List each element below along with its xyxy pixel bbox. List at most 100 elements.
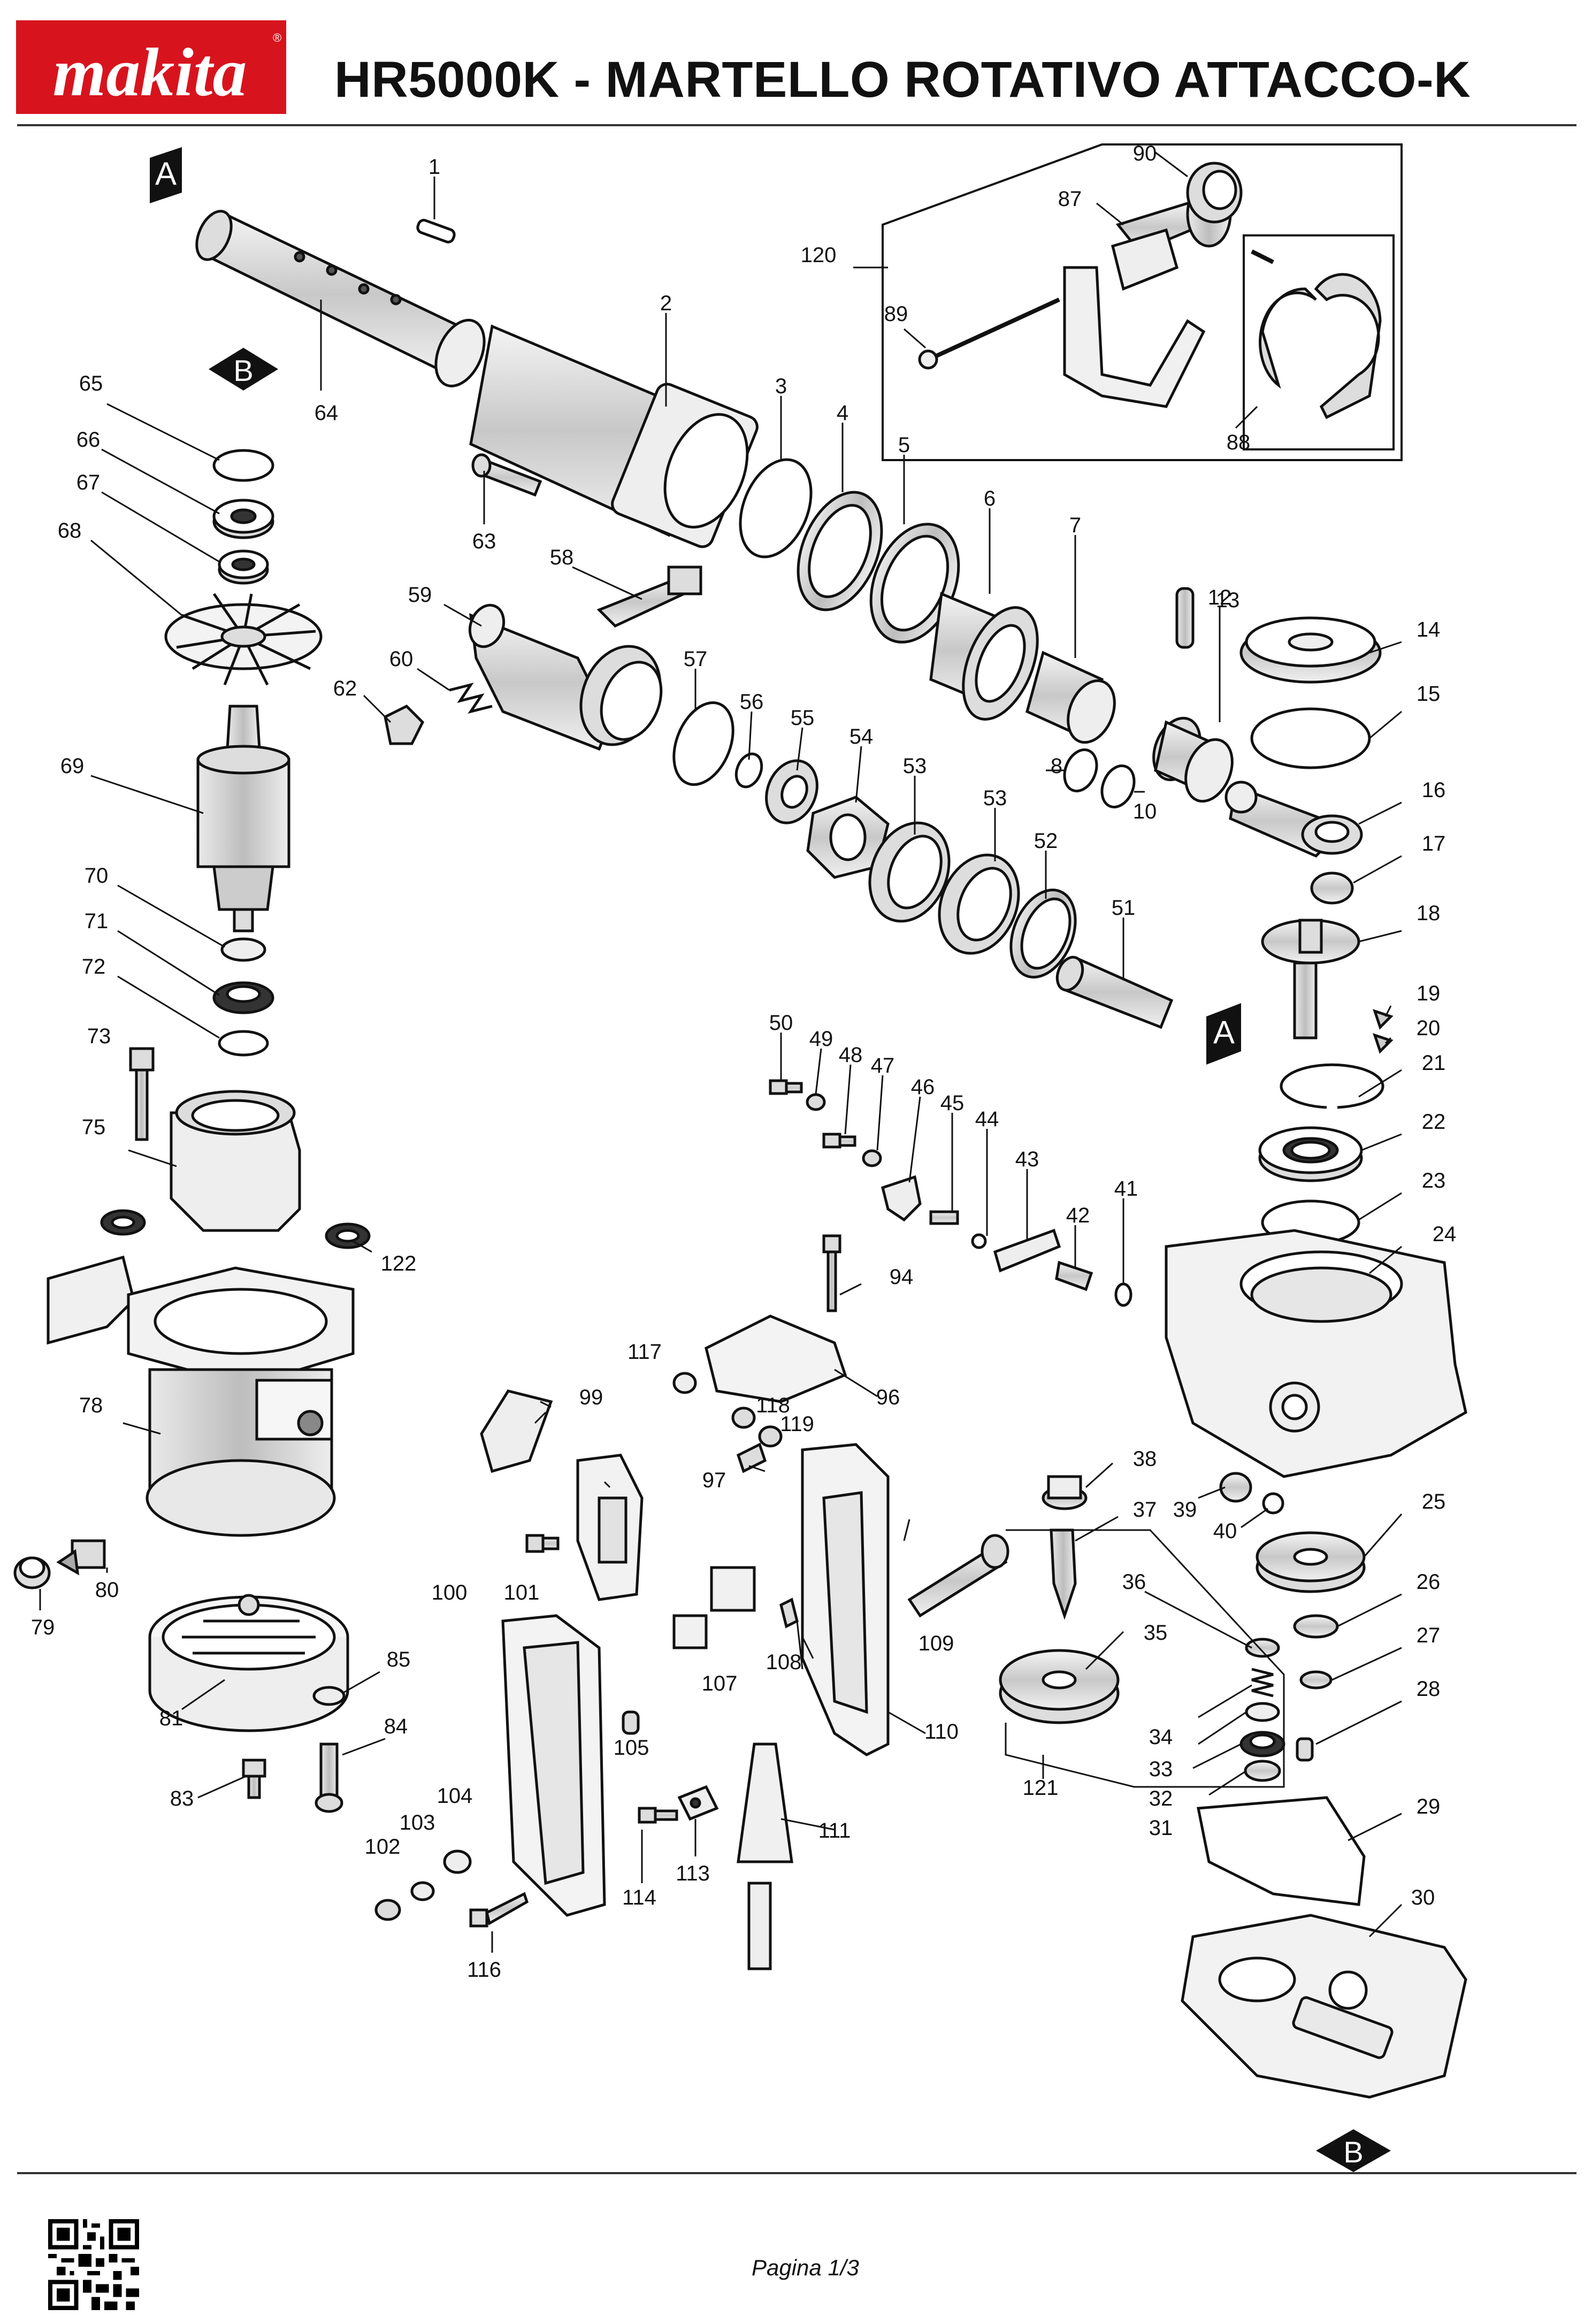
part-label-24: 24 [1433,1222,1457,1246]
part-label-84: 84 [384,1715,408,1738]
cord-guard-111 [737,1742,793,1970]
clamp-band-88 [1259,273,1382,419]
part-drawings [13,143,1467,2099]
washer-49 [806,1093,826,1111]
knob-90 [1186,162,1243,224]
rod-42 [1055,1260,1093,1291]
part-label-3: 3 [775,374,787,398]
part-label-27: 27 [1417,1624,1441,1647]
part-label-52: 52 [1034,829,1058,853]
svg-text:B: B [233,354,253,387]
part-label-53: 53 [903,754,927,778]
part-label-80: 80 [95,1578,119,1602]
part-label-68: 68 [58,519,82,542]
part-label-57: 57 [684,647,708,671]
washer-119 [758,1425,783,1448]
makita-logo: makita ® [16,20,286,114]
part-label-62: 62 [333,677,357,700]
part-label-23: 23 [1422,1169,1446,1192]
part-label-97: 97 [702,1469,726,1492]
spring-34 [1251,1668,1274,1698]
part-label-6: 6 [984,487,996,510]
part-label-33: 33 [1149,1757,1173,1781]
spindle-51 [1055,955,1174,1029]
ring-40 [1262,1492,1284,1515]
part-label-58: 58 [550,546,574,569]
screw-97 [736,1442,767,1473]
footer-divider [17,2172,1576,2174]
key-19 [1373,1009,1394,1030]
svg-text:A: A [155,156,177,192]
part-label-99: 99 [579,1386,603,1409]
part-label-17: 17 [1422,832,1446,855]
armature-69 [196,705,290,932]
section-marker-b-top: B [209,348,278,391]
part-label-51: 51 [1112,896,1136,920]
washer-117 [672,1372,697,1394]
part-label-16: 16 [1422,778,1446,802]
part-label-66: 66 [76,428,101,452]
part-label-32: 32 [1149,1787,1173,1810]
pin-105 [622,1710,640,1735]
bearing-55 [765,759,818,824]
part-label-48: 48 [839,1043,863,1067]
bearing-53b [938,853,1020,955]
part-label-85: 85 [387,1648,411,1671]
o-ring-3 [739,458,813,559]
piston-13 [1152,716,1234,803]
part-number-labels: 1234567810121314151617181920212223242526… [31,142,1457,1982]
part-label-30: 30 [1411,1886,1435,1909]
part-label-116: 116 [467,1958,501,1982]
part-label-49: 49 [809,1027,833,1051]
part-label-43: 43 [1015,1148,1039,1171]
key-20 [1373,1033,1394,1054]
part-label-39: 39 [1173,1498,1197,1522]
washer-70 [220,937,266,962]
washer-33 [1245,1702,1280,1722]
page-title: HR5000K - MARTELLO ROTATIVO ATTACCO-K [334,51,1471,108]
part-label-89: 89 [884,302,908,326]
lever-46 [881,1175,922,1222]
tool-holder-64 [195,210,486,388]
screw-50 [769,1079,803,1095]
spring-60 [449,683,493,714]
washer-47 [862,1149,882,1167]
gasket-15 [1250,707,1371,769]
part-label-118: 118 [756,1394,790,1417]
part-label-5: 5 [898,433,910,457]
part-label-121: 121 [1023,1776,1059,1800]
part-label-105: 105 [614,1736,649,1760]
striker-7 [1025,651,1116,744]
part-label-83: 83 [170,1787,194,1810]
part-label-104: 104 [437,1784,473,1808]
washer-122a [100,1209,146,1236]
cap-14 [1239,616,1382,684]
band-group-box-88 [1243,234,1395,450]
bearing-71 [212,981,274,1014]
washer-122b [325,1222,371,1249]
part-label-42: 42 [1066,1204,1090,1227]
washer-118 [731,1406,756,1429]
cylinder-2 [469,324,759,548]
field-75 [170,1090,301,1232]
o-ring-41 [1114,1282,1132,1307]
part-label-102: 102 [365,1835,401,1859]
part-label-75: 75 [82,1115,106,1139]
bearing-32 [1239,1731,1285,1757]
part-label-117: 117 [627,1340,662,1364]
bushing-39 [1219,1472,1252,1503]
section-marker-a-top: A [150,147,182,203]
bearing-53a [868,821,951,923]
cap-62 [384,704,425,745]
part-label-72: 72 [82,955,106,978]
part-label-34: 34 [1149,1725,1173,1749]
part-label-50: 50 [769,1011,793,1035]
part-label-21: 21 [1422,1051,1446,1075]
washer-72 [218,1030,269,1057]
part-label-113: 113 [676,1862,710,1885]
part-label-4: 4 [837,401,848,425]
ball-44 [971,1233,987,1249]
leader-lines [39,151,1403,1953]
o-ring-8 [1063,748,1098,793]
